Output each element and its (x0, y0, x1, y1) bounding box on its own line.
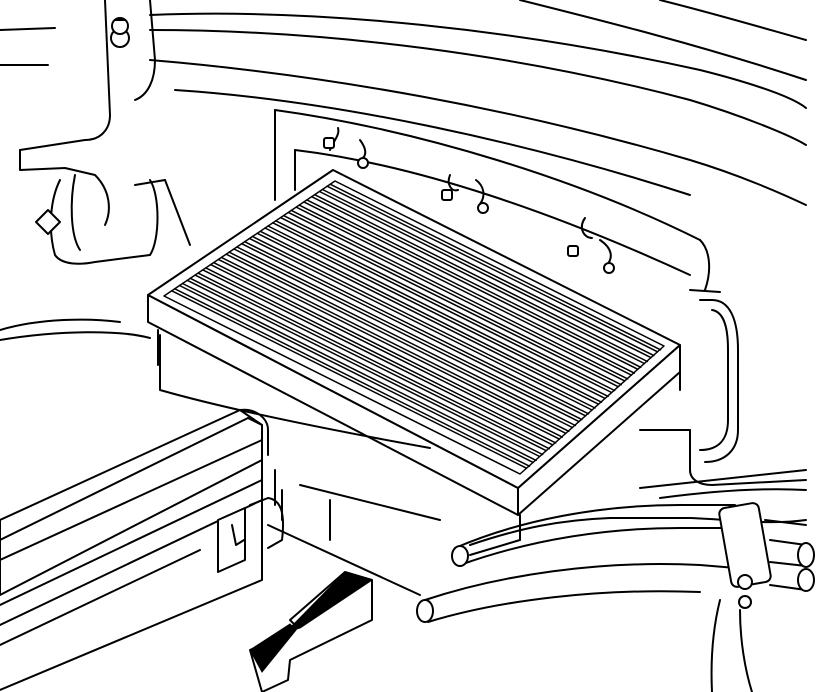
filter-pleat (272, 222, 613, 394)
retaining-clip (567, 217, 615, 274)
filter-pleat-fold (321, 188, 655, 357)
filter-pleat (256, 232, 600, 405)
filter-pleat-fold (212, 261, 564, 438)
wiring-harness (416, 469, 815, 692)
filter-pleat (295, 206, 633, 376)
retaining-clip (441, 174, 489, 214)
filter-pleat (279, 216, 619, 388)
filter-pleat (326, 185, 659, 353)
filter-pleat (171, 290, 528, 469)
filter-pleat (248, 237, 593, 411)
filter-pleat-fold (282, 214, 622, 386)
filter-pleat-fold (290, 209, 629, 380)
filter-pleat (178, 284, 534, 464)
filter-pleat-fold (197, 272, 550, 450)
filter-pleat (233, 248, 580, 423)
retaining-clips (323, 127, 615, 274)
filter-pleat (303, 201, 639, 371)
filter-pleat (240, 242, 587, 417)
arrow-down-left-icon (249, 571, 374, 692)
filter-pleat (202, 269, 554, 446)
filter-pleat-fold (236, 246, 583, 421)
latch-tab (217, 507, 246, 573)
filter-pleat-fold (228, 251, 577, 427)
filter-pleat (194, 274, 547, 452)
floor-panel (267, 499, 521, 596)
filter-pleat-fold (174, 288, 531, 467)
filter-top-face (147, 169, 681, 489)
filter-pleat (264, 227, 606, 400)
filter-pleat (310, 195, 646, 365)
filter-pleat-fold (205, 267, 557, 444)
filter-pleat-fold (243, 240, 590, 415)
filter-pleat (209, 263, 561, 440)
filter-inner-rim (163, 180, 665, 475)
filter-pleat (225, 253, 574, 429)
filter-pleat-fold (298, 204, 636, 374)
filter-pleat (217, 258, 567, 435)
filter-pleat-fold (189, 277, 544, 456)
lower-housing (159, 334, 681, 541)
filter-pleat-fold (329, 183, 662, 351)
filter-pleat-fold (313, 193, 649, 363)
filter-pleat-fold (259, 230, 603, 403)
filter-pleat-fold (251, 235, 596, 409)
retaining-clip (323, 127, 369, 169)
filter-pleat-fold (181, 282, 537, 462)
lower-left-module (0, 408, 285, 691)
filter-pleat (186, 279, 541, 458)
filter-pleat-fold (267, 225, 609, 398)
upper-left-bracket (0, 0, 191, 265)
filter-pleat-fold (306, 199, 642, 369)
filter-pleat-fold (220, 256, 570, 433)
cabin-air-filter (147, 169, 681, 516)
filter-pleat (287, 211, 626, 382)
filter-pleats (171, 183, 662, 469)
filter-pleat-fold (275, 220, 616, 392)
filter-pleat (318, 190, 652, 359)
housing-contours (149, 0, 807, 206)
